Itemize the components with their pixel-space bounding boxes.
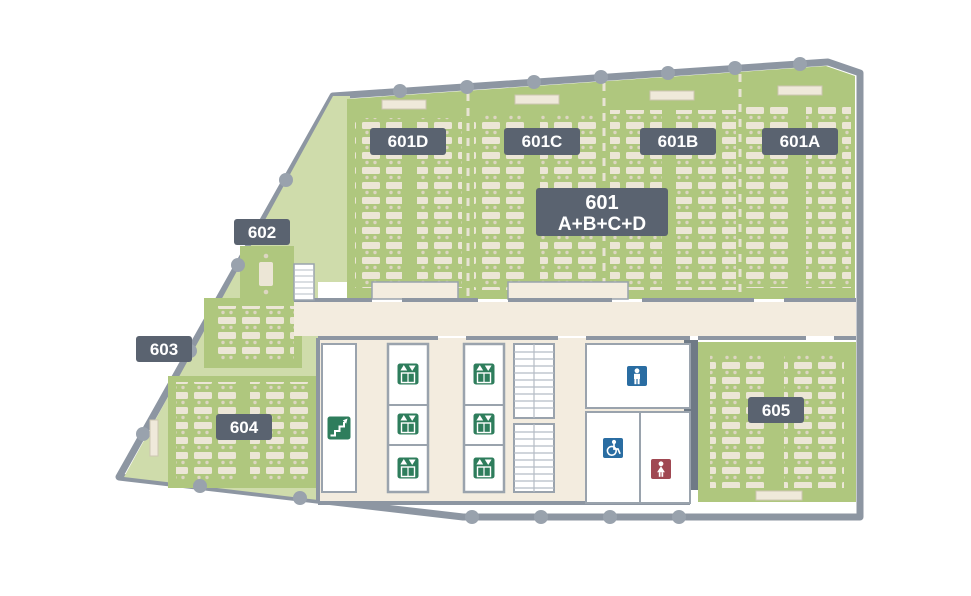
stairwell-entry bbox=[293, 263, 315, 301]
room-602 bbox=[240, 246, 294, 298]
stairwell-lower bbox=[513, 423, 555, 493]
column bbox=[293, 491, 307, 505]
room-605-label: 605 bbox=[748, 397, 804, 423]
column bbox=[527, 75, 541, 89]
room-601-whiteboards bbox=[381, 85, 823, 110]
restroom-block bbox=[585, 411, 691, 504]
stairwell-upper bbox=[513, 343, 555, 419]
room-601b-label-text: 601B bbox=[658, 132, 699, 151]
column bbox=[279, 173, 293, 187]
room-601-combined-label: 601 A+B+C+D bbox=[536, 188, 668, 236]
stairs-icon bbox=[326, 415, 352, 441]
column bbox=[661, 66, 675, 80]
side-whiteboard bbox=[149, 419, 159, 457]
elevator-icon bbox=[396, 362, 420, 386]
room-603-label: 603 bbox=[136, 336, 192, 362]
room-601c-label-text: 601C bbox=[522, 132, 563, 151]
room-601b-label: 601B bbox=[640, 128, 716, 155]
column bbox=[793, 57, 807, 71]
room-601-label-line2: A+B+C+D bbox=[558, 214, 646, 235]
room-601-label-line1: 601 bbox=[585, 192, 618, 214]
room-605-label-text: 605 bbox=[762, 401, 790, 420]
column bbox=[393, 84, 407, 98]
table-block bbox=[212, 306, 294, 362]
room-601a-label: 601A bbox=[762, 128, 838, 155]
elevator-icon bbox=[472, 456, 496, 480]
column bbox=[136, 427, 150, 441]
column bbox=[193, 479, 207, 493]
column bbox=[594, 70, 608, 84]
column bbox=[460, 80, 474, 94]
room-602-label: 602 bbox=[234, 219, 290, 245]
column bbox=[465, 510, 479, 524]
elevator-icon bbox=[472, 362, 496, 386]
room-601d-label-text: 601D bbox=[388, 132, 429, 151]
mens-restroom-icon bbox=[627, 366, 647, 386]
room-601d-label: 601D bbox=[370, 128, 446, 155]
room-605-whiteboard bbox=[755, 490, 803, 501]
room-603-label-text: 603 bbox=[150, 340, 178, 359]
column bbox=[728, 61, 742, 75]
accessible-restroom-icon bbox=[602, 437, 624, 459]
room-601 bbox=[347, 66, 855, 299]
column bbox=[534, 510, 548, 524]
room-604-label: 604 bbox=[216, 414, 272, 440]
column bbox=[603, 510, 617, 524]
interior-walls bbox=[294, 298, 856, 505]
column bbox=[672, 510, 686, 524]
room-604 bbox=[168, 376, 316, 488]
elevator-icon bbox=[472, 412, 496, 436]
room-601a-label-text: 601A bbox=[780, 132, 821, 151]
room-603 bbox=[204, 298, 302, 368]
womens-restroom-icon bbox=[651, 459, 671, 479]
corridor bbox=[294, 302, 856, 336]
elevator-icon bbox=[396, 456, 420, 480]
chair bbox=[263, 289, 269, 295]
room-604-label-text: 604 bbox=[230, 418, 259, 437]
column bbox=[231, 258, 245, 272]
room-602-label-text: 602 bbox=[248, 223, 276, 242]
elevator-icon bbox=[396, 412, 420, 436]
room-601c-label: 601C bbox=[504, 128, 580, 155]
chair bbox=[263, 253, 269, 259]
table-block bbox=[259, 262, 273, 286]
